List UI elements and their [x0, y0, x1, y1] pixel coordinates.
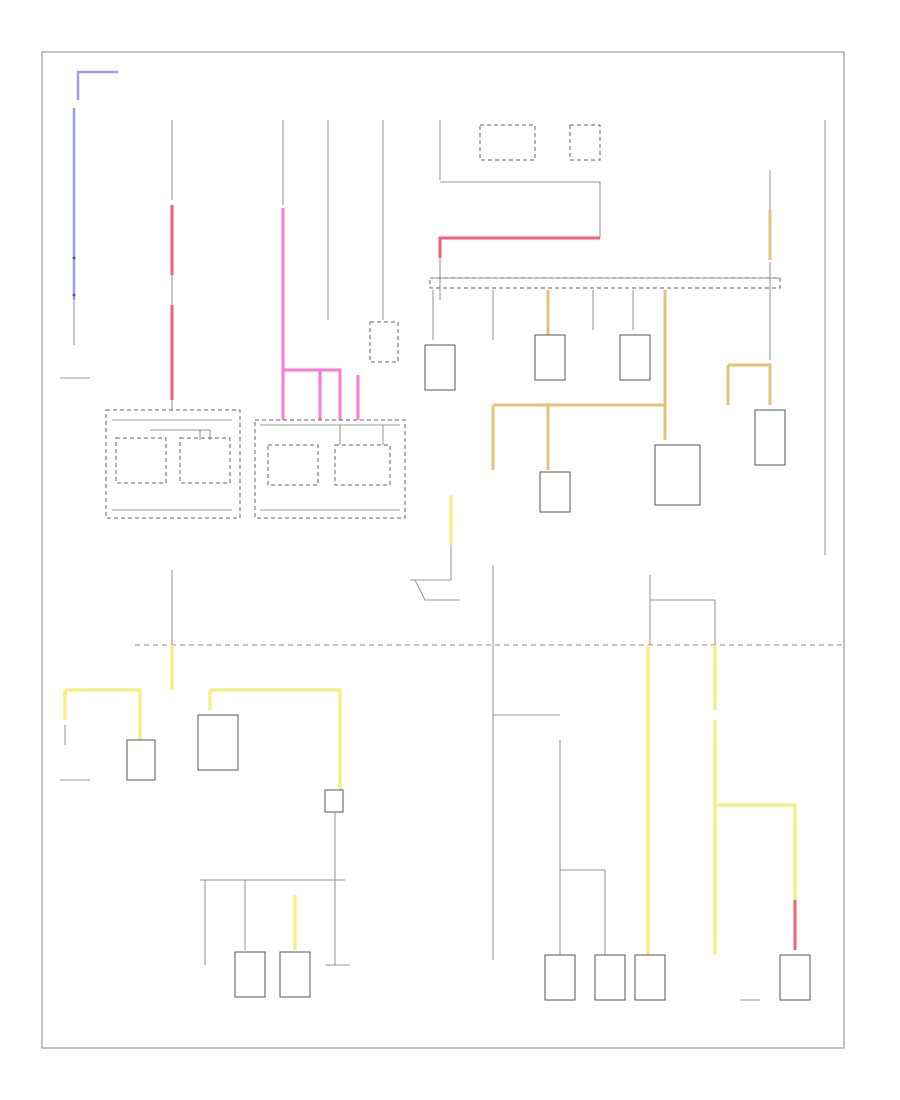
ground	[60, 779, 760, 1001]
circuit-bottom-left	[63, 570, 350, 998]
circuit-fuse-col5	[369, 120, 399, 363]
ecm-box	[429, 277, 781, 289]
circuit-ignition-feed	[60, 70, 118, 379]
relay-box-mid	[254, 419, 406, 519]
diagram-frame	[41, 51, 845, 1049]
circuit-right-column	[726, 120, 826, 555]
circuit-ecm-outputs	[424, 290, 701, 513]
circuit-ecm-feed	[438, 120, 601, 300]
relay-box-left	[105, 409, 241, 519]
ignition-switch	[410, 495, 460, 601]
circuit-fuse-col3	[281, 120, 360, 420]
circuit-bottom-right	[492, 565, 811, 1001]
